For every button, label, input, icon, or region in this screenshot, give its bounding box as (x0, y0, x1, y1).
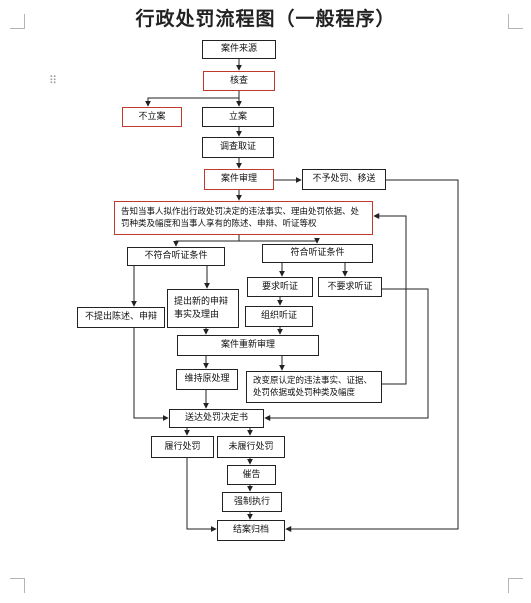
node-no-penalty: 不予处罚、移送 (302, 169, 386, 190)
node-case-source: 案件来源 (202, 40, 276, 59)
node-keep-original: 维持原处理 (176, 369, 238, 390)
node-fulfilled: 履行处罚 (151, 436, 214, 458)
node-investigate: 调查取证 (202, 137, 274, 158)
page-top-bar (0, 0, 531, 6)
page-corner-mark (508, 14, 523, 29)
page-corner-mark (508, 578, 523, 593)
node-urge: 催告 (227, 465, 276, 485)
page-corner-mark (10, 14, 25, 29)
node-request-hearing: 要求听证 (247, 277, 313, 297)
node-archive: 结案归档 (217, 520, 285, 541)
drag-handle-icon[interactable]: ⠿ (49, 74, 59, 87)
node-hearing-cond: 符合听证条件 (262, 244, 373, 263)
node-deliver: 送达处罚决定书 (169, 409, 264, 428)
page-title: 行政处罚流程图（一般程序） (135, 8, 396, 30)
page-corner-mark (10, 578, 25, 593)
node-new-plea: 提出新的申辩事实及理由 (167, 289, 239, 328)
node-enforce: 强制执行 (222, 492, 282, 512)
node-verify: 核查 (203, 71, 275, 91)
node-not-filed: 不立案 (122, 107, 182, 127)
node-file-case: 立案 (202, 107, 274, 127)
node-re-review: 案件重新审理 (177, 335, 319, 356)
node-no-hearing-cond: 不符合听证条件 (127, 247, 225, 266)
node-org-hearing: 组织听证 (245, 306, 313, 327)
node-change-original: 改变原认定的违法事实、证据、处罚依据或处罚种类及幅度 (246, 371, 382, 403)
node-not-fulfilled: 未履行处罚 (217, 436, 285, 458)
node-case-review: 案件审理 (204, 169, 274, 190)
node-notify: 告知当事人拟作出行政处罚决定的违法事实、理由处罚依据、处罚种类及幅度和当事人享有… (114, 201, 373, 235)
node-no-request-hearing: 不要求听证 (318, 277, 382, 297)
node-no-statement: 不提出陈述、申辩 (77, 307, 165, 328)
